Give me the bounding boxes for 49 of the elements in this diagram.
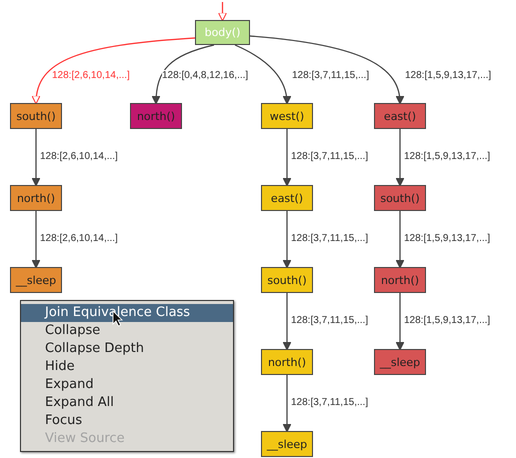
function-box: __sleep (374, 349, 426, 375)
edge-label: 128:[1,5,9,13,17,...] (404, 151, 490, 163)
function-box: east() (374, 103, 426, 129)
menu-item: Join Equivalence Class (21, 304, 233, 322)
edge-label: 128:[1,5,9,13,17,...] (405, 70, 492, 82)
function-box: east() (261, 185, 313, 211)
menu-item: Focus (44, 412, 84, 430)
menu-item: Expand (44, 376, 95, 394)
arrow (396, 211, 404, 268)
edge-label: 128:[2,6,10,14,...] (40, 151, 118, 163)
arrow (32, 211, 40, 268)
edge-label: 128:[3,7,11,15,...] (291, 233, 368, 245)
arrow (32, 129, 40, 186)
function-box: north() (261, 349, 313, 375)
arrow (32, 37, 196, 104)
edge-label: 128:[2,6,10,14,...] (52, 70, 130, 82)
arrow (250, 35, 404, 104)
arrow (282, 211, 292, 268)
menu-item: Collapse (44, 322, 102, 340)
edge-label: 128:[3,7,11,15,...] (291, 151, 368, 163)
function-box: body() (195, 20, 250, 45)
arrow (234, 44, 292, 104)
function-box: __sleep (261, 431, 313, 457)
function-box: north() (130, 103, 182, 129)
edge-label: 128:[2,6,10,14,...] (40, 233, 118, 245)
function-box: __sleep (10, 267, 62, 293)
edge-label: 128:[1,5,9,13,17,...] (404, 233, 490, 245)
edge-label: 128:[3,7,11,15,...] (291, 397, 368, 409)
arrow (282, 293, 292, 350)
menu-item: Hide (44, 358, 76, 376)
menu-item: Expand All (44, 394, 115, 412)
function-box: south() (374, 185, 426, 211)
arrow (282, 375, 292, 432)
arrow (396, 129, 404, 186)
function-box: west() (261, 103, 313, 129)
arrow (282, 129, 292, 186)
arrow (218, 2, 227, 22)
edge-label: 128:[3,7,11,15,...] (291, 315, 368, 327)
menu-item: View Source (44, 430, 126, 448)
edge-label: 128:[1,5,9,13,17,...] (404, 315, 490, 327)
arrow (152, 44, 214, 104)
function-box: north() (10, 185, 62, 211)
menu-item: Collapse Depth (44, 340, 145, 358)
edge-label: 128:[3,7,11,15,...] (292, 70, 370, 82)
function-box: north() (374, 267, 426, 293)
edge-label: 128:[0,4,8,12,16,...] (162, 70, 248, 82)
arrow (396, 293, 404, 350)
function-box: south() (10, 103, 62, 129)
function-box: south() (261, 267, 313, 293)
